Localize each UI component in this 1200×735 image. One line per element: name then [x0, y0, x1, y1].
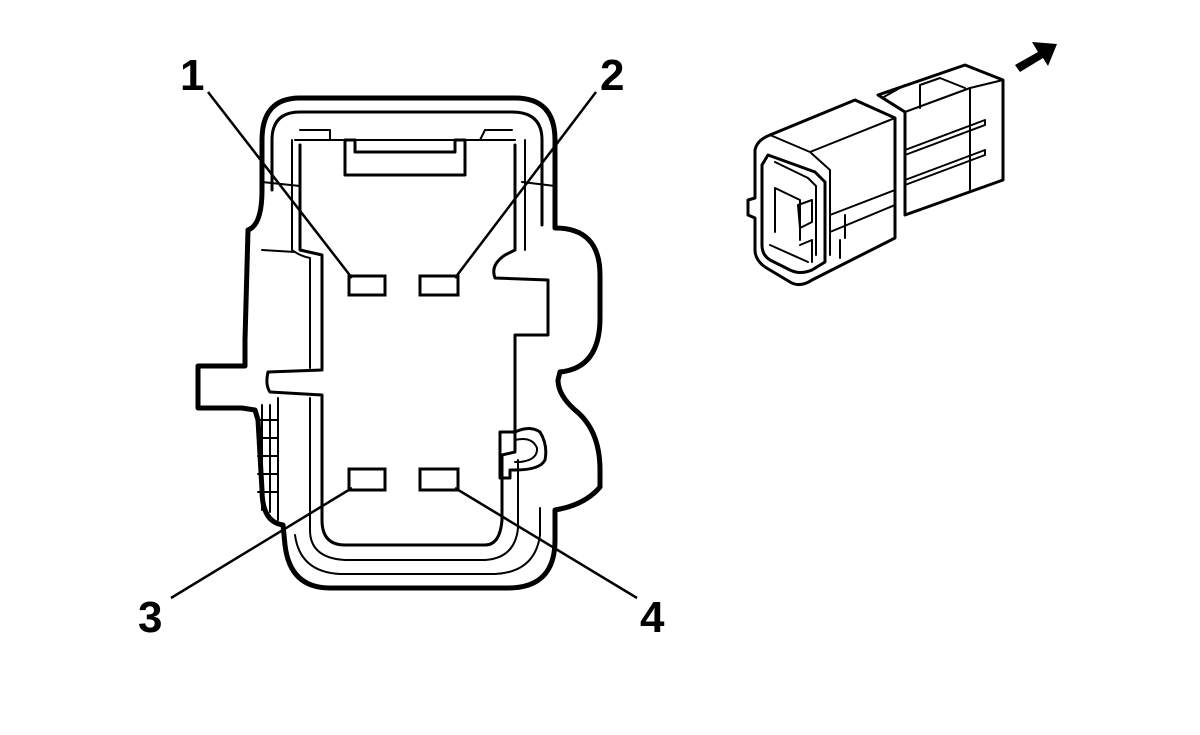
rear-body-top: [881, 77, 1004, 191]
rear-body: [876, 63, 1005, 217]
front-opening-inner: [769, 161, 817, 263]
pin-1-leader: [207, 91, 353, 279]
pin-cavity: [265, 143, 550, 547]
pin-3-label: 3: [138, 593, 162, 642]
bottom-frame: [294, 507, 541, 575]
rear-grooves: [904, 119, 986, 186]
pin-1-terminal: [347, 274, 387, 297]
housing-inner: [270, 110, 544, 227]
connector-face: 1 2 3 4: [138, 51, 665, 642]
pin-cavity-outer: [291, 139, 526, 561]
pin-2-label: 2: [600, 51, 624, 100]
side-latch-inner: [514, 438, 539, 463]
left-ribs: [257, 397, 279, 521]
pin-4-terminal: [418, 467, 460, 492]
pin-1-label: 1: [180, 51, 204, 100]
pin-3-leader: [170, 486, 353, 600]
arrow-up-right-icon: [1015, 42, 1057, 72]
pin-4-label: 4: [640, 593, 665, 642]
front-opening: [760, 153, 827, 274]
top-rail: [294, 129, 516, 141]
connector-isometric: [746, 42, 1057, 287]
front-housing-top: [769, 117, 896, 256]
front-side-tab: [797, 199, 813, 263]
top-latch: [343, 138, 467, 177]
pin-4-leader: [454, 486, 638, 600]
pin-2-terminal: [418, 274, 460, 297]
housing-outline: [195, 95, 603, 591]
side-latch: [498, 427, 548, 480]
front-housing: [746, 98, 897, 287]
pin-2-leader: [454, 91, 597, 279]
pin-3-terminal: [347, 467, 387, 492]
front-side-ribs: [829, 189, 896, 259]
